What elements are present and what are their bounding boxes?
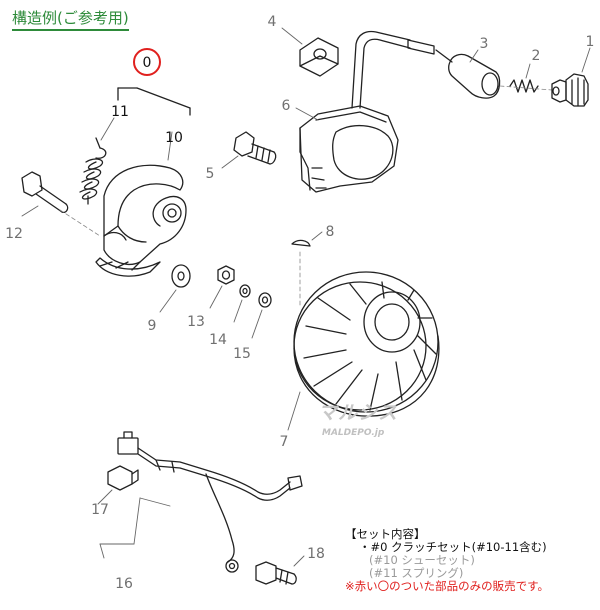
clutch-spring-11: [79, 137, 107, 205]
leader-18: [293, 555, 305, 567]
callout-1: 1: [586, 34, 595, 50]
clutch-set-bracket: [117, 87, 191, 116]
leader-11: [100, 117, 115, 141]
spring-2: [509, 79, 539, 93]
leader-1: [581, 47, 591, 73]
wire-harness-16: [117, 431, 303, 573]
watermark-site: MALDEPO.jp: [322, 428, 385, 438]
nut-13: [217, 265, 235, 285]
axis-line-2: [499, 85, 553, 91]
callout-0: 0: [143, 55, 152, 71]
leader-4: [281, 27, 303, 45]
callout-2: 2: [532, 48, 541, 64]
plug-cap-3: [435, 49, 501, 99]
leader-9: [159, 289, 177, 313]
leader-17: [97, 489, 113, 505]
bolt-12: [21, 171, 69, 214]
callout-13: 13: [187, 314, 205, 330]
callout-18: 18: [307, 546, 325, 562]
leader-10: [167, 131, 173, 161]
leader-16: [133, 497, 141, 545]
axis-line-12: [59, 209, 101, 237]
leader-16-c: [99, 543, 105, 559]
callout-9: 9: [148, 318, 157, 334]
terminal-1: [551, 73, 589, 107]
key-8: [291, 239, 311, 247]
leader-8: [311, 231, 323, 241]
callout-15: 15: [233, 346, 251, 362]
callout-14: 14: [209, 332, 227, 348]
callout-4: 4: [268, 14, 277, 30]
callout-7: 7: [280, 434, 289, 450]
ignition-coil-6: [299, 30, 435, 193]
set-contents-note: ※赤い〇のついた部品のみの販売です。: [345, 579, 549, 593]
connector-17: [107, 465, 139, 491]
screw-5: [233, 131, 277, 165]
set-contents-main: ・#0 クラッチセット(#10-11含む): [359, 540, 547, 554]
leader-2: [525, 63, 531, 79]
set-contents-heading: 【セット内容】: [345, 527, 426, 541]
leader-12: [21, 205, 39, 217]
clutch-shoe-10: [95, 164, 187, 277]
callout-17: 17: [91, 502, 109, 518]
washer-15: [258, 292, 272, 308]
callout-6: 6: [282, 98, 291, 114]
leader-16-d: [139, 497, 171, 507]
flywheel-7: [293, 271, 440, 417]
highlight-circle: [133, 48, 161, 76]
callout-3: 3: [480, 36, 489, 52]
leader-3: [469, 49, 479, 63]
callout-5: 5: [206, 166, 215, 182]
leader-14: [233, 299, 243, 323]
leader-7: [287, 391, 301, 431]
leader-13: [209, 285, 223, 309]
callout-8: 8: [326, 224, 335, 240]
callout-16: 16: [115, 576, 133, 592]
set-contents-sub-shoe: (#10 シューセット): [369, 553, 475, 567]
screw-18: [255, 561, 297, 585]
washer-14: [239, 284, 251, 298]
callout-10: 10: [165, 130, 183, 146]
leader-5: [221, 155, 239, 169]
leader-6: [295, 107, 319, 121]
watermark-logo: マルシス: [318, 402, 399, 424]
leader-15: [251, 309, 263, 339]
set-contents-sub-spring: (#11 スプリング): [369, 566, 464, 580]
callout-11: 11: [111, 104, 129, 120]
callout-12: 12: [5, 226, 23, 242]
grommet-4: [299, 37, 339, 77]
page-title: 構造例(ご参考用): [12, 8, 129, 31]
set-contents-box: 【セット内容】 ・#0 クラッチセット(#10-11含む) (#10 シューセッ…: [345, 528, 597, 593]
washer-9: [171, 264, 191, 288]
